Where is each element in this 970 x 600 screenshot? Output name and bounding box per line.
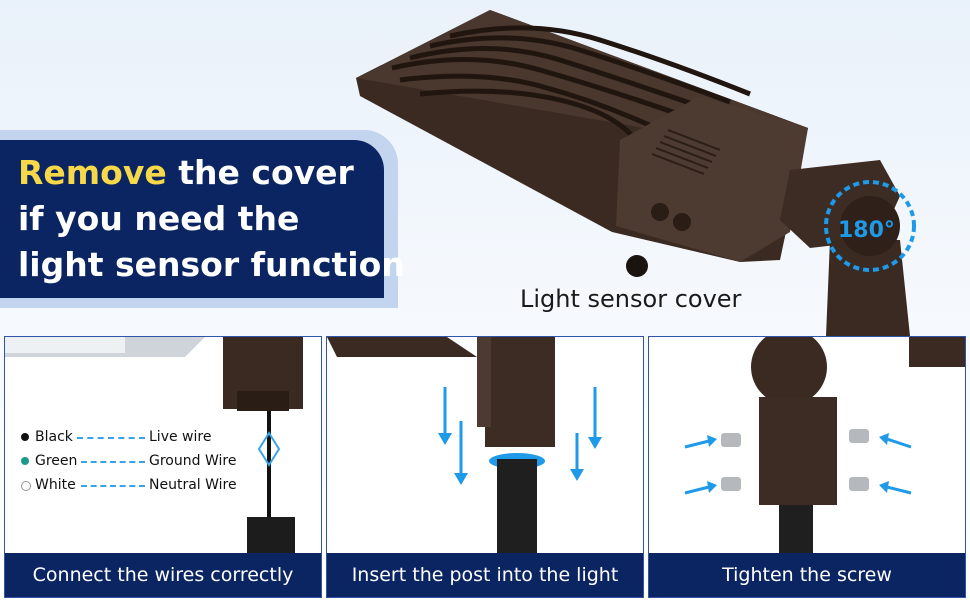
rotation-label: 180° (838, 218, 895, 243)
wire-connection-live: Live wire (149, 429, 212, 445)
wire-color-green: Green (35, 453, 78, 469)
wire-row-black: Black Live wire (19, 427, 249, 451)
callout-highlight: Remove (18, 153, 167, 192)
post-illustration (327, 337, 602, 555)
dashed-connector (77, 437, 145, 439)
wire-connection-neutral: Neutral Wire (149, 477, 237, 493)
wiring-scene: Black Live wire Green Ground Wire White … (5, 337, 321, 555)
black-dot-icon (21, 433, 29, 441)
wire-color-white: White (35, 477, 76, 493)
panel-caption: Insert the post into the light (327, 553, 643, 597)
wire-connection-ground: Ground Wire (149, 453, 237, 469)
callout-line-1-rest: the cover (166, 153, 354, 192)
street-light-fixture (356, 10, 916, 336)
callout-line-2: if you need the (18, 199, 300, 238)
panel-connect-wires: Black Live wire Green Ground Wire White … (4, 336, 322, 598)
hero-section: Remove the cover if you need the light s… (0, 10, 916, 336)
dashed-connector (81, 485, 145, 487)
wire-row-green: Green Ground Wire (19, 451, 249, 475)
panel-caption: Connect the wires correctly (5, 553, 321, 597)
callout-line-1: Remove the cover (18, 150, 384, 196)
screw-scene (649, 337, 965, 555)
panel-insert-post: Insert the post into the light (326, 336, 644, 598)
callout-line-3: light sensor function (18, 245, 405, 284)
white-dot-icon (21, 481, 31, 491)
dashed-connector (81, 461, 145, 463)
post-scene (327, 337, 643, 555)
wiring-illustration (5, 337, 303, 555)
wire-row-white: White Neutral Wire (19, 475, 249, 499)
instruction-callout: Remove the cover if you need the light s… (0, 140, 405, 298)
light-sensor-cover-label: Light sensor cover (520, 285, 742, 313)
panel-caption: Tighten the screw (649, 553, 965, 597)
bracket-illustration (684, 337, 965, 555)
wire-legend: Black Live wire Green Ground Wire White … (19, 427, 249, 499)
panel-tighten-screw: Tighten the screw (648, 336, 966, 598)
wire-color-black: Black (35, 429, 73, 445)
green-dot-icon (21, 457, 29, 465)
